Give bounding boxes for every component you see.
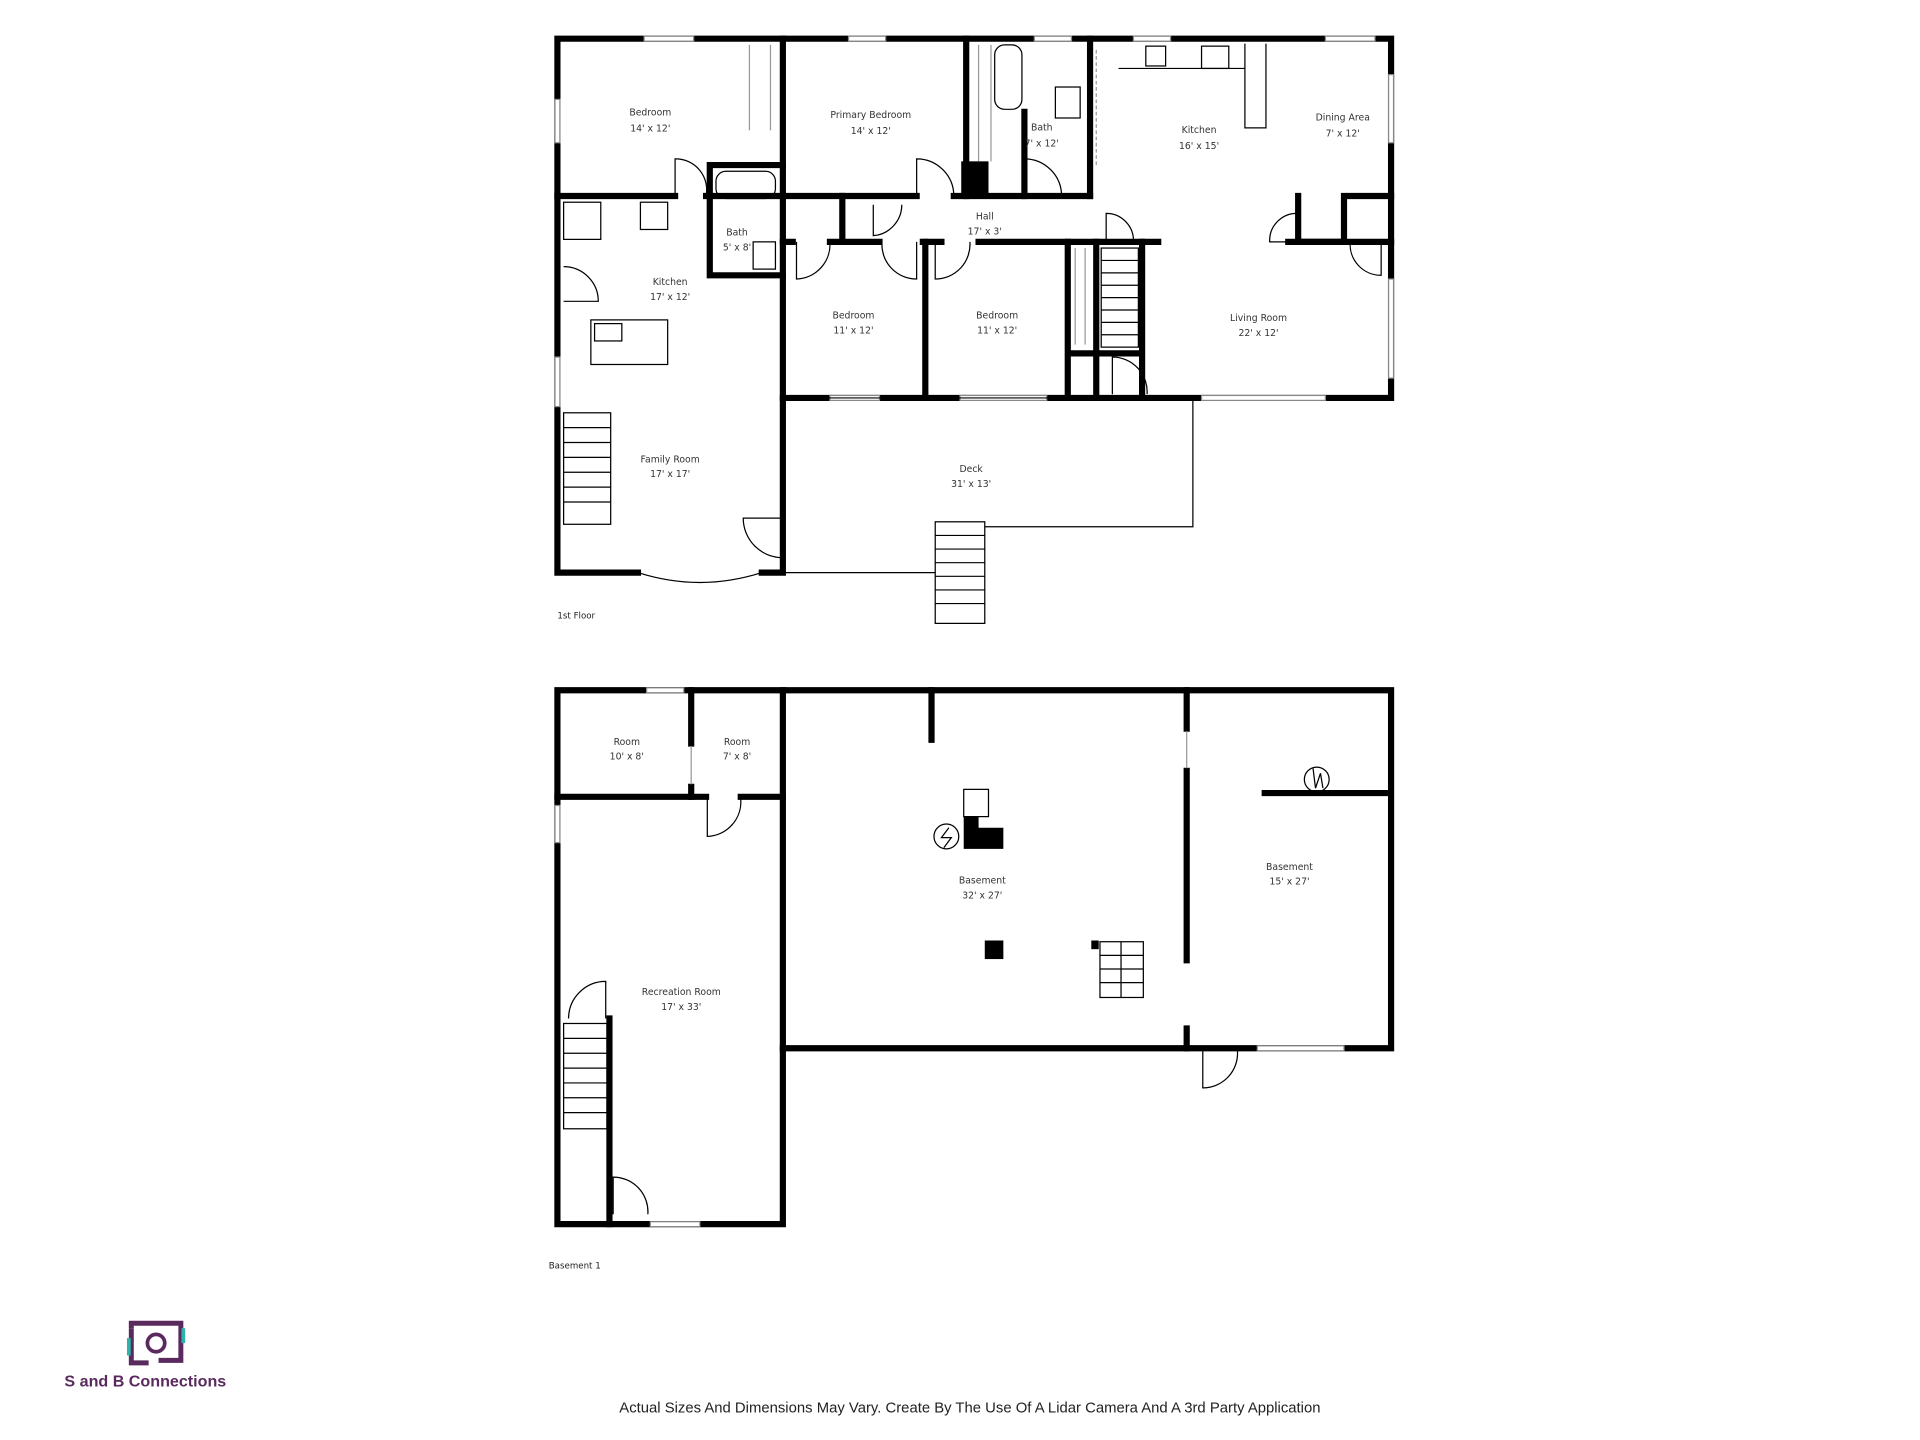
room-size: 14' x 12' — [851, 126, 891, 137]
room-name: Bedroom — [832, 311, 874, 322]
room-size: 5' x 8' — [723, 243, 751, 254]
room-size: 10' x 8' — [610, 752, 644, 763]
room-name: Dining Area — [1316, 112, 1370, 123]
room-size: 22' x 12' — [1238, 328, 1278, 339]
first-floor-plan — [554, 35, 1395, 624]
room-size: 17' x 17' — [650, 469, 690, 480]
room-name: Room — [724, 737, 750, 748]
room-size: 7' x 12' — [1326, 129, 1360, 140]
brand-name: S and B Connections — [64, 1372, 226, 1390]
room-size: 32' x 27' — [962, 890, 1002, 901]
room-name: Kitchen — [653, 277, 688, 288]
room-name: Kitchen — [1182, 125, 1217, 136]
room-size: 16' x 15' — [1179, 141, 1219, 152]
basement-plan — [554, 687, 1395, 1228]
room-name: Room — [614, 737, 640, 748]
brand-logo: S and B Connections — [64, 1320, 226, 1390]
room-size: 17' x 33' — [661, 1002, 701, 1013]
room-size: 7' x 12' — [1025, 138, 1059, 149]
room-size: 15' x 27' — [1269, 877, 1309, 888]
room-size: 17' x 3' — [968, 226, 1002, 237]
room-size: 11' x 12' — [833, 326, 873, 337]
room-name: Deck — [959, 464, 983, 475]
room-size: 14' x 12' — [630, 124, 670, 135]
room-name: Bedroom — [629, 108, 671, 119]
room-name: Bedroom — [976, 311, 1018, 322]
disclaimer: Actual Sizes And Dimensions May Vary. Cr… — [619, 1400, 1320, 1416]
room-size: 17' x 12' — [650, 292, 690, 303]
room-name: Basement — [1266, 862, 1313, 873]
room-name: Primary Bedroom — [830, 110, 911, 121]
room-size: 7' x 8' — [723, 752, 751, 763]
room-name: Bath — [726, 228, 748, 239]
room-size: 31' x 13' — [951, 479, 991, 490]
floor-label: Basement 1 — [549, 1262, 601, 1272]
room-name: Living Room — [1230, 313, 1287, 324]
first-floor-labels: Bedroom 14' x 12' Primary Bedroom 14' x … — [557, 108, 1369, 622]
room-name: Family Room — [641, 454, 700, 465]
room-name: Bath — [1031, 122, 1053, 133]
floor-label: 1st Floor — [557, 611, 595, 621]
room-name: Basement — [959, 876, 1006, 887]
room-name: Hall — [976, 212, 994, 223]
basement-labels: Room 10' x 8' Room 7' x 8' Basement 32' … — [549, 737, 1314, 1272]
room-size: 11' x 12' — [977, 326, 1017, 337]
room-name: Recreation Room — [642, 987, 721, 998]
